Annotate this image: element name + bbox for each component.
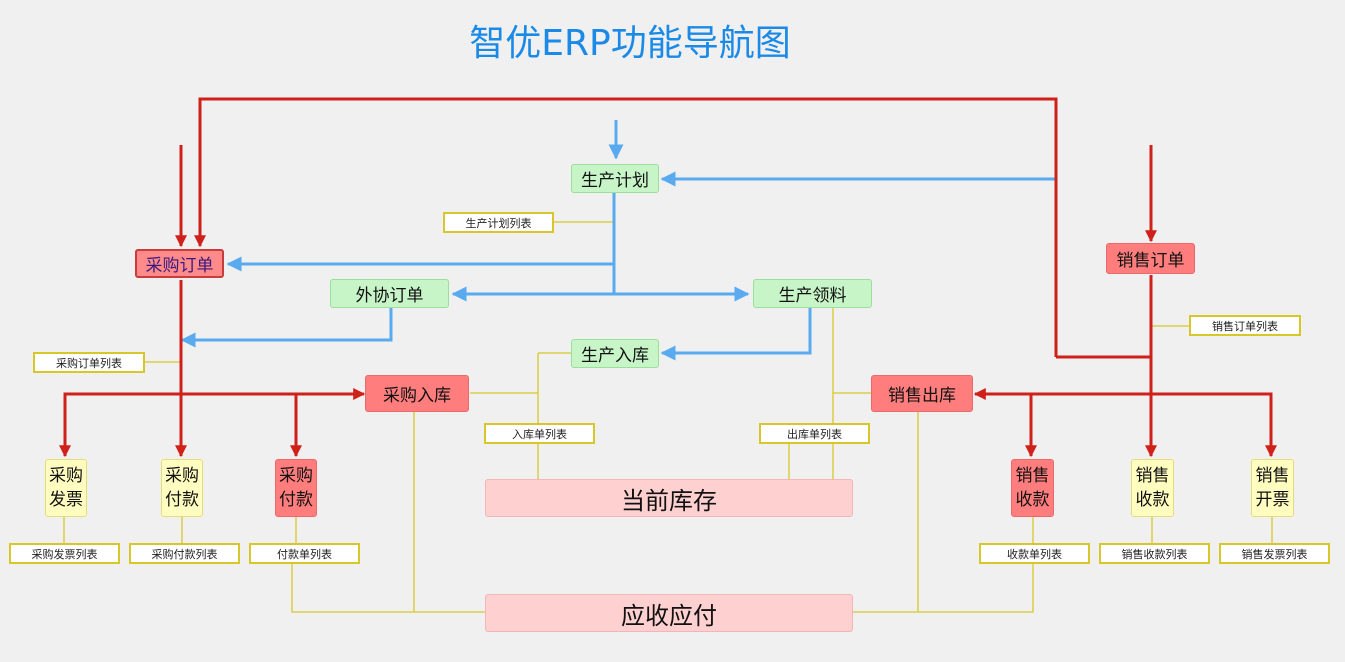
production-plan-list-link[interactable]: 生产计划列表 (443, 212, 554, 233)
purchase-invoice-list-link[interactable]: 采购发票列表 (9, 543, 120, 564)
sales-invoice-list-link[interactable]: 销售发票列表 (1219, 543, 1330, 564)
receipt-list-link[interactable]: 收款单列表 (979, 543, 1090, 564)
purchase-inbound-node[interactable]: 采购入库 (365, 375, 469, 412)
purchase-payment-red-node[interactable]: 采购 付款 (275, 459, 317, 517)
sales-receipt-node[interactable]: 销售 收款 (1131, 459, 1174, 517)
sales-order-list-link[interactable]: 销售订单列表 (1189, 315, 1301, 336)
purchase-order-list-link[interactable]: 采购订单列表 (33, 352, 145, 373)
outbound-list-link[interactable]: 出库单列表 (759, 423, 870, 444)
production-material-node[interactable]: 生产领料 (753, 279, 872, 308)
blue-arrows (180, 120, 1055, 361)
sales-order-node[interactable]: 销售订单 (1106, 243, 1195, 274)
production-plan-node[interactable]: 生产计划 (571, 164, 659, 193)
outsource-order-node[interactable]: 外协订单 (330, 279, 449, 308)
purchase-payment-node[interactable]: 采购 付款 (161, 459, 203, 517)
purchase-invoice-node[interactable]: 采购 发票 (45, 459, 87, 517)
diagram-title: 智优ERP功能导航图 (469, 23, 791, 64)
purchase-order-node[interactable]: 采购订单 (135, 249, 224, 278)
yellow-connectors (63, 221, 1273, 613)
sales-invoice-node[interactable]: 销售 开票 (1251, 459, 1294, 517)
sales-outbound-node[interactable]: 销售出库 (871, 375, 973, 412)
inbound-list-link[interactable]: 入库单列表 (484, 423, 595, 444)
sales-receipt-red-node[interactable]: 销售 收款 (1011, 459, 1054, 517)
purchase-payment-list-link[interactable]: 采购付款列表 (129, 543, 240, 564)
sales-receipt-list-link[interactable]: 销售收款列表 (1099, 543, 1210, 564)
red-arrows (59, 97, 1277, 458)
production-inbound-node[interactable]: 生产入库 (571, 339, 659, 368)
current-stock-node[interactable]: 当前库存 (485, 479, 853, 517)
receivable-payable-node[interactable]: 应收应付 (485, 594, 853, 632)
payment-list-link[interactable]: 付款单列表 (249, 543, 360, 564)
